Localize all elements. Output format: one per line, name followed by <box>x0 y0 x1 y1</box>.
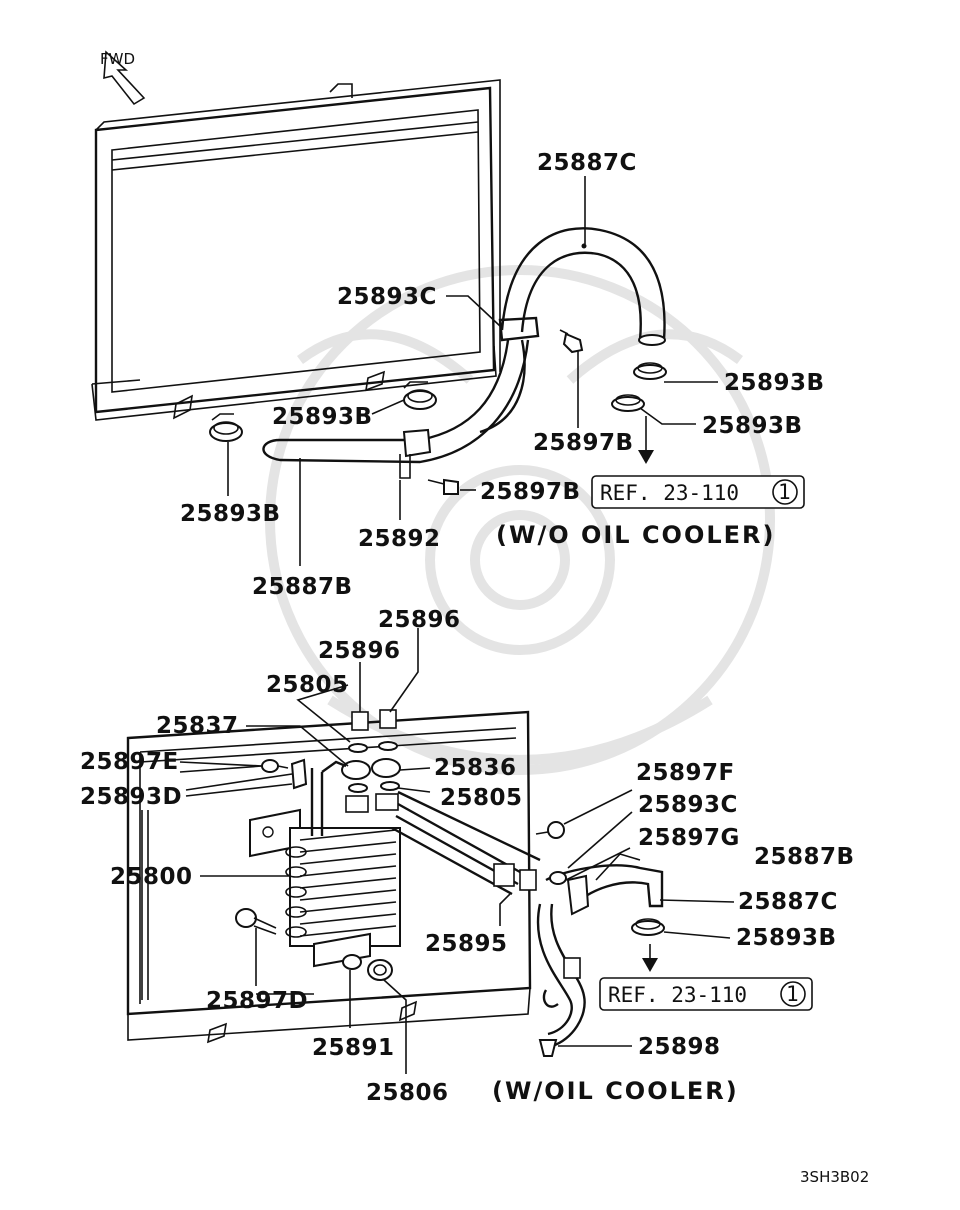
clamp-icon-upper-r2 <box>611 394 645 412</box>
label-25892: 25892 <box>358 526 441 552</box>
label-25896-a: 25896 <box>378 607 461 633</box>
bracket-icon-25893D <box>290 758 308 790</box>
plug-icon-25891 <box>342 954 362 970</box>
radiator-upper <box>91 79 501 421</box>
label-25893C-upper: 25893C <box>337 284 437 310</box>
label-25806: 25806 <box>366 1080 449 1106</box>
label-25897E: 25897E <box>80 749 179 775</box>
clamp-icon-25893B-lower <box>631 918 665 936</box>
label-25893B-upper-left: 25893B <box>180 501 281 527</box>
bolt-icon-25897F <box>535 821 565 839</box>
hose-25887B-upper <box>262 339 530 479</box>
fwd-arrow-icon: FWD <box>100 50 146 106</box>
bolt-icon-25897D <box>235 908 277 935</box>
label-25887C-upper: 25887C <box>537 150 637 176</box>
fwd-label: FWD <box>100 50 135 68</box>
label-25805-b: 25805 <box>440 785 523 811</box>
ref-number-lower: 1 <box>786 982 799 1006</box>
oil-cooler-25800 <box>249 808 401 968</box>
label-25836: 25836 <box>434 755 517 781</box>
label-25897D: 25897D <box>206 988 308 1014</box>
label-25800: 25800 <box>110 864 193 890</box>
label-25897B-upper-a: 25897B <box>533 430 634 456</box>
label-25893B-upper-r1: 25893B <box>724 370 825 396</box>
label-25895: 25895 <box>425 931 508 957</box>
hose-25887C-upper <box>498 227 666 346</box>
label-25893B-upper-r2: 25893B <box>702 413 803 439</box>
ref-number-upper: 1 <box>778 480 791 504</box>
label-25887B-upper: 25887B <box>252 574 353 600</box>
ref-text-upper: REF. 23-110 <box>600 481 739 505</box>
bolt-icon-25897B-upper <box>559 329 584 354</box>
label-25887C-lower: 25887C <box>738 889 838 915</box>
label-25896-b: 25896 <box>318 638 401 664</box>
label-25893D: 25893D <box>80 784 182 810</box>
label-25887B-lower: 25887B <box>754 844 855 870</box>
ref-arrow-icon-upper <box>638 416 654 464</box>
label-25891: 25891 <box>312 1035 395 1061</box>
label-25897G: 25897G <box>638 825 740 851</box>
label-25893B-upper-mid: 25893B <box>272 404 373 430</box>
leaders-lower <box>141 628 735 1074</box>
label-25897F: 25897F <box>636 760 735 786</box>
drawing-code: 3SH3B02 <box>800 1168 869 1186</box>
ref-text-lower: REF. 23-110 <box>608 983 747 1007</box>
ref-box-upper[interactable]: REF. 23-110 1 <box>591 475 805 509</box>
caption-with-oil-cooler: (W/OIL COOLER) <box>492 1077 739 1105</box>
label-25897B-upper-b: 25897B <box>480 479 581 505</box>
plug-icon-25806 <box>367 959 393 981</box>
leaders-upper <box>227 176 718 566</box>
bolt-icon-25897E <box>261 759 289 773</box>
label-25805-a: 25805 <box>266 672 349 698</box>
label-25837: 25837 <box>156 713 239 739</box>
clamp-icon-upper-r1 <box>633 362 667 380</box>
hose-assembly-lower <box>536 864 664 1057</box>
bolt-icon-25897B-lower <box>427 478 459 495</box>
oil-pipes <box>391 790 541 896</box>
label-25898: 25898 <box>638 1034 721 1060</box>
clamp-icon-upper-left <box>209 413 243 442</box>
fittings-top <box>310 709 401 836</box>
caption-without-oil-cooler: (W/O OIL COOLER) <box>496 521 776 549</box>
label-25893B-lower: 25893B <box>736 925 837 951</box>
ref-arrow-icon-lower <box>642 944 658 972</box>
clamp-icon-upper-mid <box>403 381 437 410</box>
label-25893C-lower: 25893C <box>638 792 738 818</box>
ref-box-lower[interactable]: REF. 23-110 1 <box>599 977 813 1011</box>
clamp-icon-25897G <box>549 871 567 885</box>
